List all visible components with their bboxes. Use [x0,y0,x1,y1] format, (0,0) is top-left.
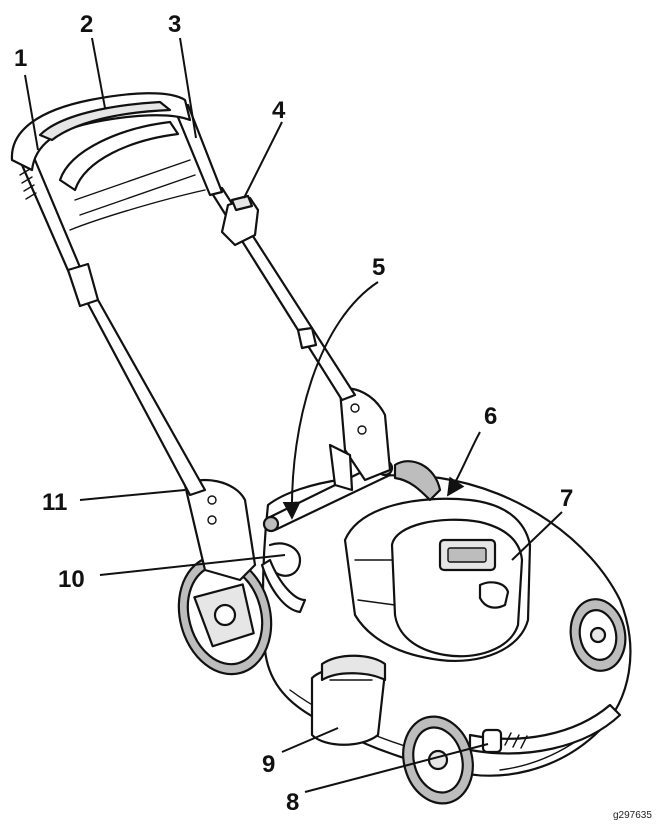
callout-10: 10 [58,566,85,593]
front-right-wheel [569,598,627,672]
rear-discharge-door [310,654,387,746]
callout-11: 11 [42,489,67,516]
right-handle-bracket [328,387,392,492]
callout-labels: 1 2 3 4 5 6 7 8 9 10 11 [14,11,573,816]
safety-key-switch [220,194,260,247]
rear-left-wheel [177,554,273,676]
callout-9: 9 [262,751,275,778]
left-handle-bracket [183,478,307,614]
front-left-wheel [402,715,474,805]
callout-1: 1 [14,45,27,72]
callout-4: 4 [272,97,286,124]
callout-7: 7 [560,485,573,512]
figure-id: g297635 [613,810,652,821]
mower-illustration [10,92,632,805]
rear-right-wheel [393,460,442,502]
battery-cover [343,497,532,662]
callout-3: 3 [168,11,181,38]
handle-tubes [20,103,357,497]
callout-5: 5 [372,254,385,281]
callout-8: 8 [286,789,299,816]
leader-lines [24,37,563,793]
height-adjust-lever [481,728,503,754]
handle-top [10,92,206,231]
callout-2: 2 [80,11,93,38]
callout-6: 6 [484,403,497,430]
